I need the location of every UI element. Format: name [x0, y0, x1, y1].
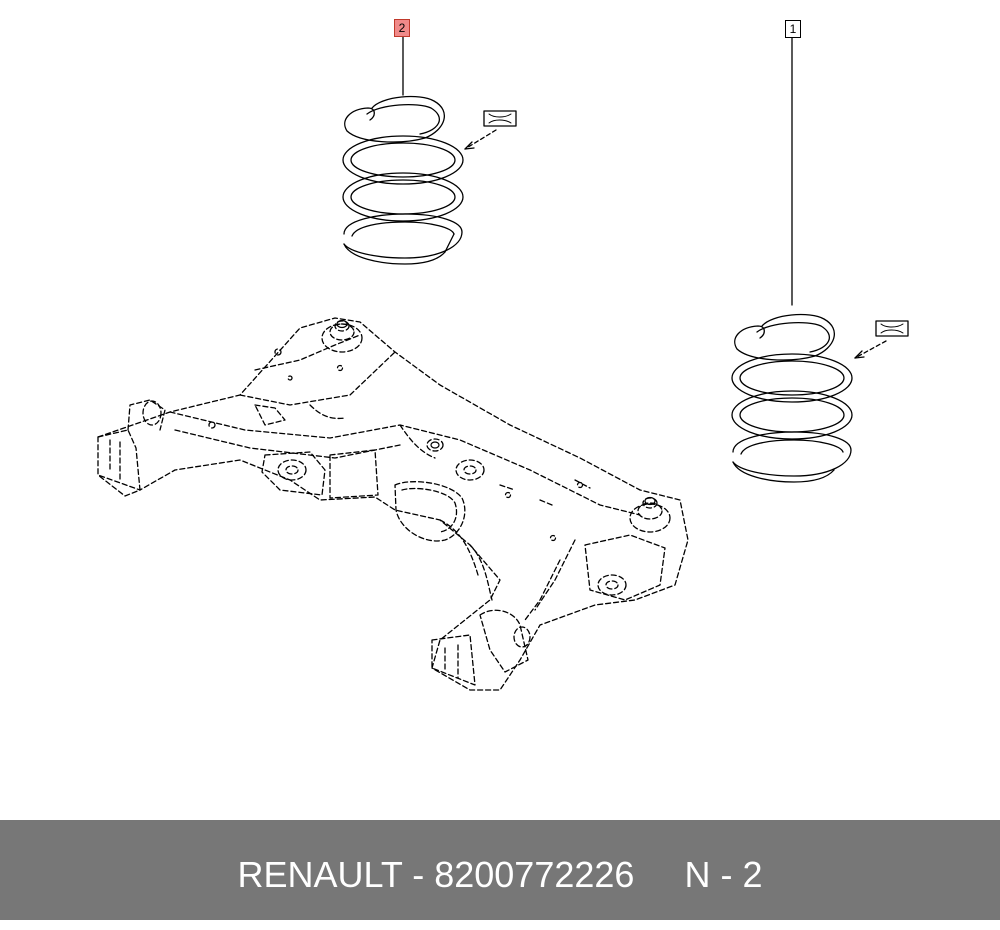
subframe-mount-studs — [336, 319, 656, 506]
ref-number: 2 — [742, 854, 763, 895]
brand-separator: - — [402, 854, 435, 895]
callout-2[interactable]: 2 — [394, 19, 410, 37]
footer-bar: RENAULT - 8200772226 N - 2 — [0, 820, 1000, 920]
coil-spring-2 — [342, 36, 517, 265]
paint-mark-box-2 — [483, 110, 517, 127]
parts-diagram — [97, 36, 909, 691]
part-number: 8200772226 — [434, 854, 635, 895]
footer-caption: RENAULT - 8200772226 N - 2 — [0, 820, 1000, 920]
subframe — [97, 317, 689, 691]
coil-spring-1 — [731, 36, 909, 483]
caption-gap — [634, 854, 684, 895]
callout-1[interactable]: 1 — [785, 20, 801, 38]
ref-prefix: N - — [684, 854, 743, 895]
brand-name: RENAULT — [237, 854, 403, 895]
paint-mark-box-1 — [875, 320, 909, 337]
